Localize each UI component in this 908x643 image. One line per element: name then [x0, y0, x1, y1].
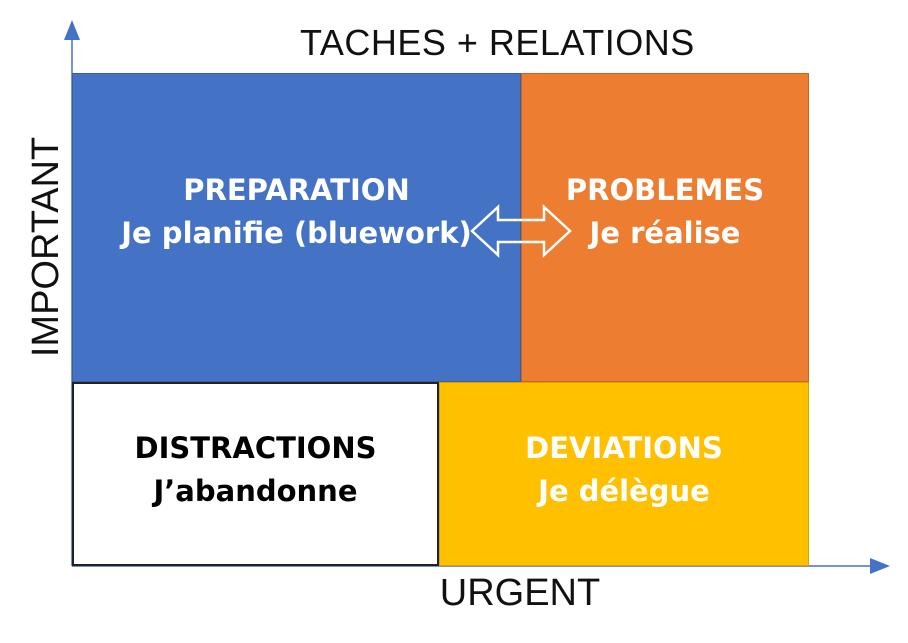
x-axis-arrow-icon — [870, 558, 890, 574]
quadrant-problemes-title: PROBLEMES — [565, 172, 765, 207]
quadrant-preparation-subtitle: Je planifie (bluework) — [121, 215, 472, 250]
quadrant-distractions: DISTRACTIONS J’abandonne — [72, 382, 439, 566]
quadrant-deviations: DEVIATIONS Je délègue — [439, 382, 809, 566]
quadrant-distractions-title: DISTRACTIONS — [134, 431, 377, 465]
quadrant-deviations-subtitle: Je délègue — [538, 474, 710, 508]
y-axis-label: IMPORTANT — [25, 136, 67, 358]
quadrant-deviations-title: DEVIATIONS — [525, 431, 723, 465]
x-axis-label: URGENT — [439, 572, 601, 614]
top-label: TACHES + RELATIONS — [300, 22, 695, 63]
quadrant-preparation-title: PREPARATION — [183, 172, 410, 207]
double-arrow-icon — [470, 204, 572, 258]
quadrant-problemes-subtitle: Je réalise — [589, 215, 741, 250]
quadrant-distractions-subtitle: J’abandonne — [153, 474, 358, 508]
y-axis-arrow-icon — [64, 20, 80, 40]
quadrant-preparation: PREPARATION Je planifie (bluework) — [72, 73, 521, 382]
quadrant-problemes: PROBLEMES Je réalise — [521, 73, 809, 382]
